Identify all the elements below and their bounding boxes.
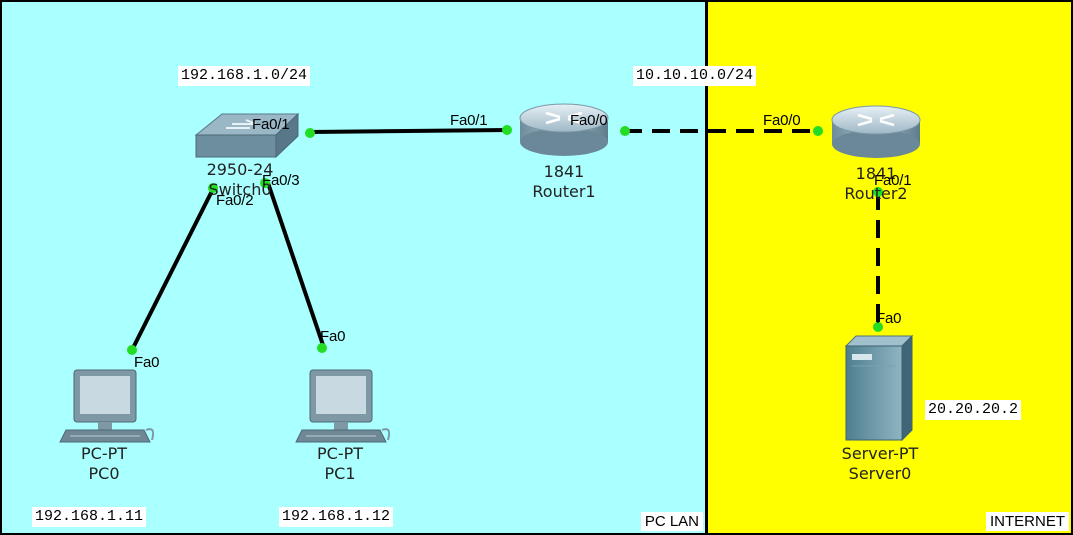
router1-model-label: 1841 — [543, 162, 585, 181]
port-status-dot — [620, 126, 630, 136]
router1-port-fa00-label: Fa0/0 — [570, 112, 608, 129]
router2-port-fa01-label: Fa0/1 — [874, 172, 912, 189]
pc0-name-label: PC0 — [88, 464, 120, 483]
server-model-label: Server-PT — [841, 444, 919, 463]
pc1-model-label: PC-PT — [316, 444, 364, 463]
server-name-label: Server0 — [848, 464, 912, 483]
switch-port-fa01-label: Fa0/1 — [252, 116, 290, 133]
pc-icon[interactable] — [59, 369, 155, 443]
port-status-dot — [873, 187, 883, 197]
lan-subnet-label: 192.168.1.0/24 — [178, 66, 311, 86]
server-icon[interactable] — [844, 334, 914, 442]
switch-icon[interactable] — [194, 112, 300, 159]
pc0-port-fa0-label: Fa0 — [134, 354, 160, 371]
pc1-ip-label: 192.168.1.12 — [279, 507, 394, 527]
port-status-dot — [208, 183, 218, 193]
server-ip-label: 20.20.20.2 — [925, 400, 1022, 420]
router1-port-fa01-label: Fa0/1 — [450, 112, 488, 129]
port-status-dot — [127, 345, 137, 355]
link-switch-pc0[interactable] — [130, 184, 217, 351]
router-icon[interactable] — [519, 103, 609, 156]
link-switch-router1[interactable] — [309, 128, 509, 134]
switch-port-fa03-label: Fa0/3 — [262, 172, 300, 189]
port-status-dot — [305, 128, 315, 138]
router2-name-label: Router2 — [844, 184, 908, 203]
switch-port-fa02-label: Fa0/2 — [216, 192, 254, 209]
wan-subnet-label: 10.10.10.0/24 — [633, 66, 757, 86]
port-status-dot — [260, 178, 270, 188]
router-icon[interactable] — [831, 105, 921, 158]
port-status-dot — [813, 126, 823, 136]
zone-pc-lan-label: PC LAN — [640, 512, 703, 531]
port-status-dot — [317, 343, 327, 353]
router2-port-fa00-label: Fa0/0 — [763, 112, 801, 129]
zone-pc-lan: PC LAN — [0, 0, 707, 535]
zone-internet-label: INTERNET — [986, 512, 1069, 531]
port-status-dot — [873, 322, 883, 332]
zone-internet: INTERNET — [707, 0, 1073, 535]
pc1-name-label: PC1 — [324, 464, 356, 483]
pc0-ip-label: 192.168.1.11 — [32, 507, 147, 527]
router2-model-label: 1841 — [855, 164, 897, 183]
pc0-model-label: PC-PT — [80, 444, 128, 463]
link-switch-pc1[interactable] — [266, 182, 326, 349]
port-status-dot — [502, 125, 512, 135]
router1-name-label: Router1 — [532, 182, 596, 201]
server-port-fa0-label: Fa0 — [876, 310, 902, 327]
pc1-port-fa0-label: Fa0 — [320, 328, 346, 345]
pc-icon[interactable] — [295, 369, 391, 443]
switch-model-label: 2950-24 — [206, 160, 274, 179]
switch-name-label: Switch0 — [208, 180, 272, 199]
